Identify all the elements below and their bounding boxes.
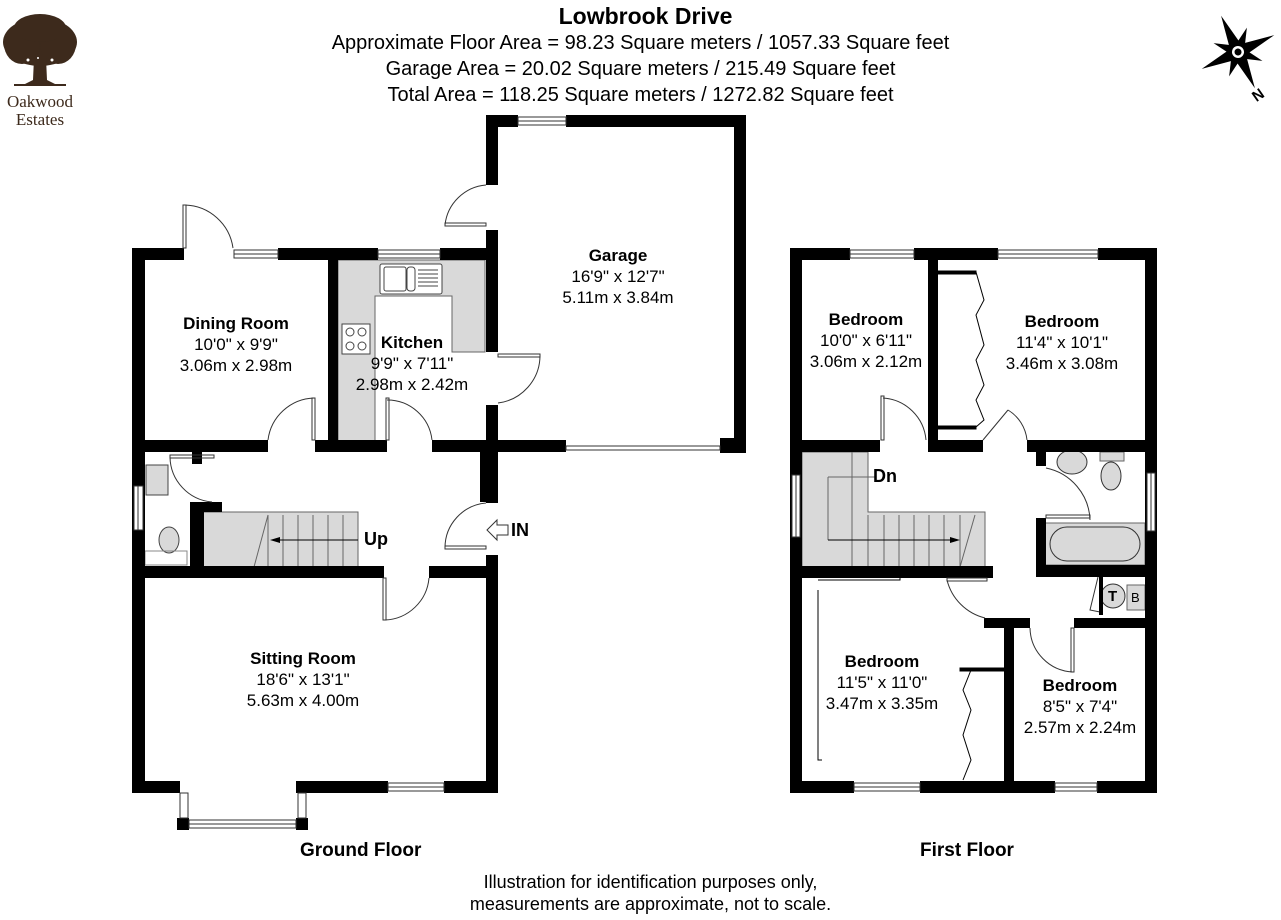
wardrobes [817, 270, 1005, 781]
room-name: Garage [588, 246, 648, 265]
room-dimensions-metric: 2.98m x 2.42m [355, 375, 469, 394]
basin-icon [1056, 449, 1088, 475]
room-dimensions-metric: 3.06m x 2.98m [179, 356, 293, 375]
ground-floor-walls [132, 115, 746, 830]
room-dining-room: Dining Room 10'0" x 9'9" 3.06m x 2.98m [180, 313, 292, 376]
disclaimer-line-1: Illustration for identification purposes… [483, 872, 818, 892]
first-floor-title: First Floor [920, 840, 1014, 861]
floor-area-text: Approximate Floor Area = 98.23 Square me… [331, 32, 950, 54]
disclaimer-line-2: measurements are approximate, not to sca… [469, 894, 832, 914]
property-title: Lowbrook Drive [558, 3, 733, 29]
room-name: Bedroom [1042, 676, 1118, 695]
cloakroom-toilet-icon [144, 526, 188, 566]
room-sitting-room: Sitting Room 18'6" x 13'1" 5.63m x 4.00m [247, 648, 359, 711]
first-floor-walls [790, 248, 1157, 793]
first-stairs [801, 451, 986, 568]
room-name: Bedroom [1024, 312, 1100, 331]
cloakroom-basin-icon [145, 464, 169, 496]
cupboard-door [1089, 576, 1101, 613]
room-dimensions-imperial: 11'4" x 10'1" [1016, 333, 1108, 352]
room-name: Bedroom [828, 310, 904, 329]
room-bedroom-3: Bedroom 11'5" x 11'0" 3.47m x 3.35m [826, 651, 938, 714]
compass-rose-icon: N [1195, 5, 1280, 110]
room-bedroom-2: Bedroom 11'4" x 10'1" 3.46m x 3.08m [1006, 311, 1118, 374]
room-garage: Garage 16'9" x 12'7" 5.11m x 3.84m [562, 245, 673, 308]
room-dimensions-metric: 5.11m x 3.84m [562, 288, 674, 307]
oak-tree-icon [3, 14, 77, 86]
toilet-icon [1099, 451, 1125, 491]
agency-logo: Oakwood Estates [0, 14, 80, 129]
first-doors [880, 395, 1091, 673]
ground-windows [133, 116, 721, 829]
first-floor-plan [790, 248, 1157, 793]
room-dimensions-metric: 5.63m x 4.00m [246, 691, 360, 710]
room-dimensions-metric: 3.46m x 3.08m [1005, 354, 1119, 373]
total-area-text: Total Area = 118.25 Square meters / 1272… [387, 84, 894, 106]
plan-header: Lowbrook Drive Approximate Floor Area = … [0, 2, 1281, 108]
room-kitchen: Kitchen 9'9" x 7'11" 2.98m x 2.42m [356, 332, 468, 395]
room-dimensions-imperial: 8'5" x 7'4" [1042, 697, 1118, 716]
room-dimensions-imperial: 11'5" x 11'0" [836, 673, 928, 692]
logo-line-1: Oakwood [6, 92, 74, 111]
tank-label: T [1108, 588, 1118, 605]
room-dimensions-metric: 3.47m x 3.35m [825, 694, 939, 713]
ground-stairs [202, 511, 359, 568]
room-name: Dining Room [183, 314, 289, 333]
first-windows [791, 249, 1156, 792]
disclaimer: Illustration for identification purposes… [10, 871, 1281, 915]
room-name: Bedroom [844, 652, 920, 671]
room-name: Sitting Room [250, 649, 356, 668]
room-bedroom-1: Bedroom 10'0" x 6'11" 3.06m x 2.12m [810, 309, 922, 372]
stairs-up-label: Up [364, 529, 388, 549]
room-dimensions-imperial: 16'9" x 12'7" [571, 267, 665, 286]
kitchen-sink-icon [379, 263, 443, 295]
ground-floor-plan [132, 115, 746, 830]
boiler-label: B [1131, 590, 1140, 605]
room-dimensions-imperial: 9'9" x 7'11" [370, 354, 454, 373]
room-name: Kitchen [380, 333, 444, 352]
logo-line-2: Estates [15, 110, 65, 129]
hob-icon [341, 323, 371, 355]
ground-doors [169, 184, 541, 621]
room-dimensions-imperial: 18'6" x 13'1" [256, 670, 350, 689]
stairs-down-label: Dn [873, 466, 897, 486]
bath-icon [1044, 522, 1146, 566]
garage-area-text: Garage Area = 20.02 Square meters / 215.… [385, 58, 896, 80]
room-dimensions-imperial: 10'0" x 6'11" [820, 331, 912, 350]
room-dimensions-metric: 3.06m x 2.12m [809, 352, 923, 371]
room-dimensions-imperial: 10'0" x 9'9" [194, 335, 278, 354]
ground-floor-title: Ground Floor [300, 840, 422, 861]
room-dimensions-metric: 2.57m x 2.24m [1023, 718, 1137, 737]
entrance-arrow-icon [486, 518, 509, 542]
room-bedroom-4: Bedroom 8'5" x 7'4" 2.57m x 2.24m [1024, 675, 1136, 738]
entrance-label: IN [511, 520, 529, 540]
